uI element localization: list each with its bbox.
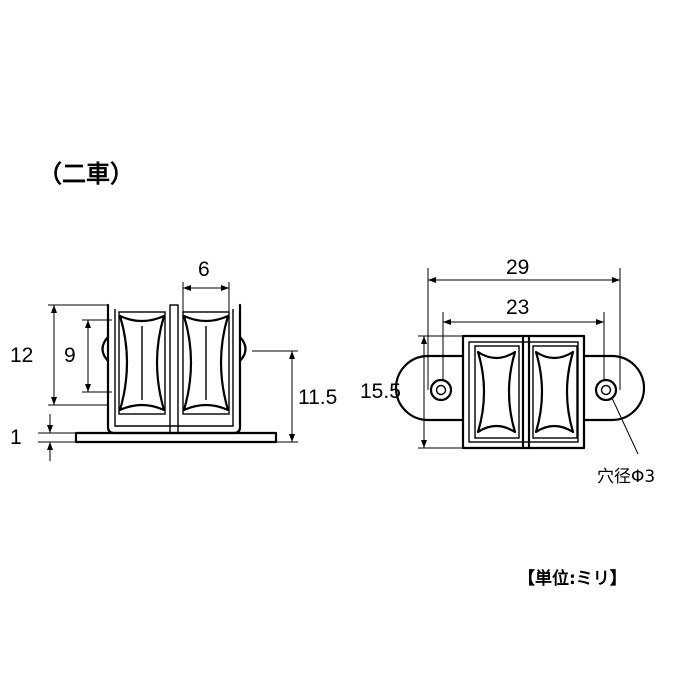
dim-body-width-label: 23	[506, 296, 529, 319]
dim-axle-height-label: 11.5	[298, 386, 337, 409]
top-wheel-left-groove	[476, 350, 517, 434]
dim-flange-thickness-label: 1	[10, 426, 22, 449]
dim-overall-width-label: 29	[506, 256, 529, 279]
dim-overall-width: 29	[427, 256, 621, 390]
dim-height-outer-label: 12	[10, 344, 33, 367]
mounting-hole-left	[429, 378, 453, 402]
side-view-part	[74, 303, 278, 444]
drawing-title: （二車）	[38, 160, 134, 188]
dim-body-width: 23	[442, 296, 605, 380]
wheel-left	[118, 311, 166, 415]
dim-body-height-label: 15.5	[360, 380, 401, 403]
hole-note: 穴径Φ3	[597, 467, 655, 487]
wheel-right-body	[182, 311, 230, 415]
dim-height-inner: 9	[64, 319, 112, 393]
axle-stub-left	[101, 335, 110, 363]
top-wheel-right-body	[532, 345, 578, 439]
bracket-inner-edge	[114, 309, 234, 427]
side-view: 12 9 1 6	[10, 258, 337, 461]
top-view: 29 23 15.5 穴径Φ3	[360, 256, 655, 487]
wheel-left-groove	[118, 314, 166, 412]
hole-callout: 穴径Φ3	[597, 397, 655, 487]
axle-stub-right	[238, 335, 247, 363]
top-wheel-right-groove	[534, 350, 575, 434]
top-wheel-left-body	[474, 345, 520, 439]
top-wheel-left	[474, 345, 520, 439]
wheel-right	[182, 311, 230, 415]
dim-flange-thickness: 1	[10, 414, 76, 461]
dim-wheel-gap-label: 6	[198, 258, 210, 281]
wheel-left-body	[118, 311, 166, 415]
wheel-right-groove	[182, 314, 230, 412]
top-view-part	[394, 334, 646, 450]
dim-height-inner-label: 9	[64, 344, 76, 367]
units-note: 【単位:ミリ】	[518, 568, 627, 589]
dim-wheel-gap: 6	[182, 258, 230, 312]
dim-height-outer: 12	[10, 304, 108, 406]
mounting-hole-right	[594, 378, 618, 402]
flange-left-lobe	[394, 354, 465, 422]
flange-right-lobe	[582, 354, 646, 422]
mounting-flange	[74, 431, 278, 444]
top-wheel-right	[532, 345, 578, 439]
dim-body-height: 15.5	[360, 335, 463, 449]
hole-callout-leader	[611, 397, 639, 455]
dim-axle-height: 11.5	[252, 350, 337, 443]
center-divider	[169, 304, 179, 434]
